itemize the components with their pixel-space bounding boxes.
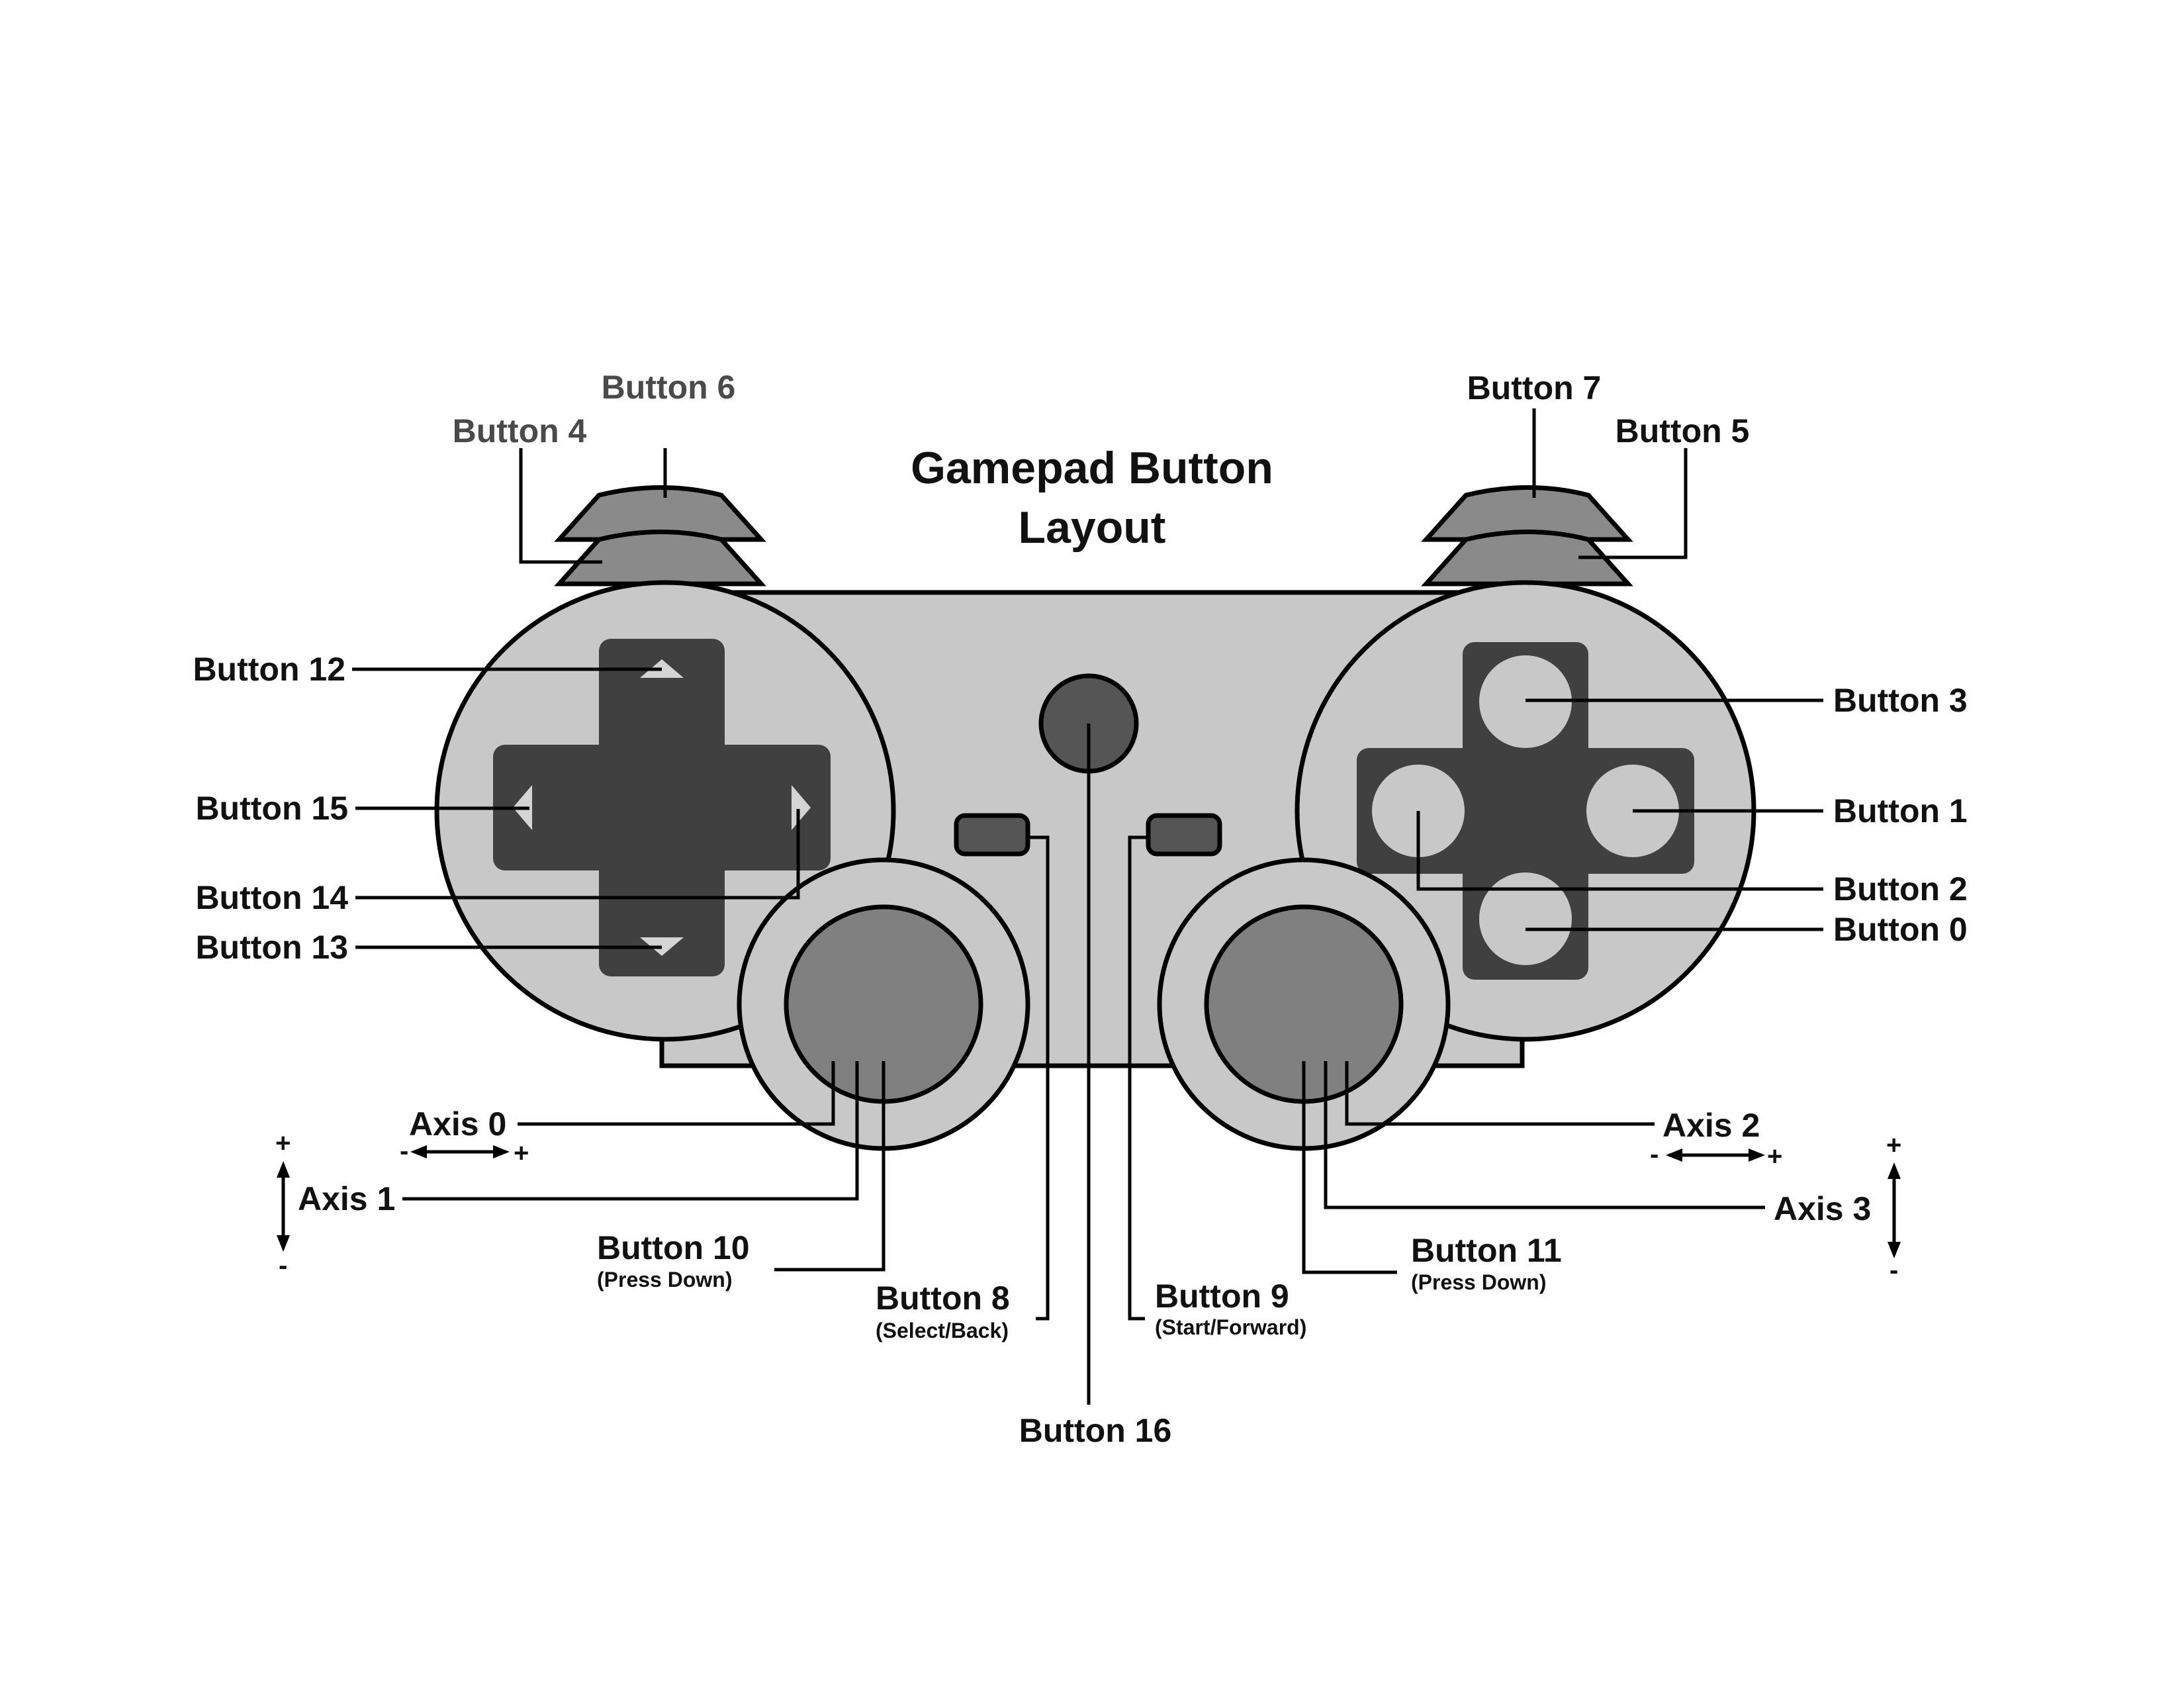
leader-button-4: [519, 448, 602, 564]
bumper-button-4: [554, 530, 766, 586]
label-button-16: Button 16: [1019, 1412, 1172, 1449]
label-button-1: Button 1: [1833, 792, 1968, 829]
label-button-14: Button 14: [195, 879, 348, 916]
label-button-9: Button 9: [1155, 1278, 1289, 1315]
label-button-0: Button 0: [1833, 911, 1968, 948]
axis-2-arrow-icon: [1666, 1149, 1765, 1162]
label-button-8: Button 8: [876, 1280, 1010, 1317]
axis-1-minus-sign: -: [279, 1251, 287, 1280]
title-line-1: Gamepad Button: [911, 443, 1273, 493]
leader-button-10: [774, 1061, 886, 1272]
label-button-9-note: (Start/Forward): [1155, 1315, 1306, 1339]
label-button-10: Button 10: [597, 1229, 750, 1266]
dpad-right-arrow-icon[interactable]: [792, 785, 811, 830]
label-button-8-note: (Select/Back): [876, 1319, 1009, 1342]
label-button-11-note: (Press Down): [1411, 1270, 1546, 1294]
leader-axis-0: [518, 1061, 835, 1126]
label-button-15: Button 15: [195, 790, 348, 827]
axis-1-arrow-icon: [277, 1161, 290, 1252]
labels: Button 6 Button 4 Button 7 Button 5 Butt…: [193, 369, 1967, 1449]
dpad[interactable]: [493, 639, 831, 976]
leader-axis-3: [1324, 1061, 1765, 1209]
label-button-13: Button 13: [195, 929, 348, 966]
axis-3-arrow-icon: [1888, 1162, 1901, 1258]
leader-lines: [352, 408, 1823, 1405]
start-button-9[interactable]: [1146, 813, 1222, 857]
label-button-12: Button 12: [193, 651, 345, 688]
label-button-11: Button 11: [1411, 1232, 1562, 1269]
select-button-8[interactable]: [954, 813, 1030, 857]
axis-3-plus-sign: +: [1886, 1131, 1901, 1160]
bumper-button-7: [1421, 485, 1633, 542]
leader-button-2: [1416, 811, 1823, 891]
face-buttons: [1357, 642, 1694, 980]
label-button-7: Button 7: [1467, 369, 1602, 406]
leader-button-5: [1578, 448, 1688, 559]
label-button-5: Button 5: [1615, 412, 1750, 449]
leader-axis-2: [1345, 1061, 1655, 1126]
leader-axis-1: [402, 1061, 859, 1201]
label-axis-2: Axis 2: [1662, 1107, 1760, 1144]
axis-2-minus-sign: -: [1650, 1140, 1659, 1169]
axis-0-arrow-icon: [410, 1145, 510, 1158]
leader-button-14: [355, 809, 800, 900]
axis-2-plus-sign: +: [1767, 1142, 1782, 1171]
label-button-3: Button 3: [1833, 682, 1968, 719]
face-button-0[interactable]: [1479, 872, 1572, 965]
leader-button-8: [1028, 835, 1050, 1321]
bumper-button-5: [1421, 530, 1633, 586]
leader-button-11: [1302, 1061, 1397, 1274]
label-button-2: Button 2: [1833, 870, 1968, 908]
label-axis-0: Axis 0: [409, 1105, 506, 1143]
label-axis-1: Axis 1: [298, 1180, 395, 1217]
label-button-6: Button 6: [602, 369, 736, 406]
label-button-4: Button 4: [453, 412, 587, 449]
title-line-2: Layout: [1019, 502, 1166, 553]
axis-1-plus-sign: +: [275, 1129, 291, 1158]
leader-button-9: [1128, 835, 1148, 1321]
dpad-horizontal-bar: [493, 745, 831, 870]
label-button-10-note: (Press Down): [597, 1268, 732, 1291]
page-title: Gamepad Button Layout: [911, 443, 1273, 553]
axis-3-minus-sign: -: [1889, 1256, 1898, 1285]
label-axis-3: Axis 3: [1774, 1190, 1871, 1227]
axis-direction-indicators: - + + - - + + -: [275, 1129, 1901, 1285]
axis-0-plus-sign: +: [514, 1139, 529, 1168]
gamepad-controller: [434, 485, 1756, 1151]
axis-0-minus-sign: -: [400, 1137, 408, 1166]
